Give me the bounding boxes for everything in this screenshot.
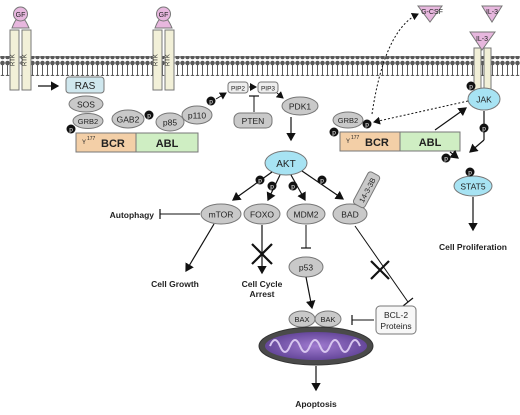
jak-node — [467, 87, 501, 111]
p110-label: p110 — [188, 111, 207, 121]
pip3-label: PIP3 — [261, 86, 275, 93]
gab2-label: GAB2 — [117, 115, 140, 125]
phospho-marker: p — [482, 126, 486, 133]
phospho-marker: p — [270, 184, 274, 191]
sos-node — [68, 95, 104, 113]
rtk-receptor-left: RTK RTK GF — [9, 6, 32, 91]
phospho-marker — [144, 110, 154, 120]
rtk-label: RTK — [166, 54, 172, 66]
bcl2-proteins-node — [375, 305, 417, 335]
pdk1-node — [281, 96, 319, 116]
bax-label: BAX — [294, 315, 309, 324]
bak-label: BAK — [320, 315, 335, 324]
bcr-label-right: BCR — [365, 137, 389, 149]
cytokine-receptor: IL-3 — [469, 31, 496, 91]
abl-node-left — [135, 132, 199, 153]
phospho-marker: p — [468, 170, 472, 177]
mtor-node — [200, 203, 242, 225]
rtk-label: RTK — [11, 54, 17, 66]
akt-label: AKT — [276, 159, 295, 170]
pip3-node — [257, 81, 279, 94]
svg-text:p: p — [147, 113, 151, 120]
svg-text:Y: Y — [82, 140, 86, 146]
il3-label-free: IL-3 — [486, 9, 498, 16]
cell-growth-label: Cell Growth — [151, 279, 199, 289]
mitochondrion-icon — [258, 326, 374, 366]
abl-label-right: ABL — [419, 137, 442, 149]
jak-label: JAK — [476, 95, 492, 105]
gf-ligand-left: GF — [16, 12, 26, 19]
svg-text:177: 177 — [351, 135, 360, 141]
gf-ligand-middle: GF — [159, 12, 169, 19]
mtor-label: mTOR — [209, 210, 234, 220]
stat5-label: STAT5 — [460, 182, 485, 192]
pten-node — [233, 112, 273, 129]
cell-proliferation-label: Cell Proliferation — [439, 242, 507, 252]
grb2-node-left — [72, 113, 104, 129]
akt-node — [264, 150, 308, 176]
phospho-marker — [206, 96, 216, 106]
p85-label: p85 — [163, 118, 177, 128]
rtk-label: RTK — [154, 54, 160, 66]
protein-14-3-3b-node — [352, 171, 381, 209]
phospho-marker: p — [444, 156, 448, 163]
bcr-label-left: BCR — [101, 138, 125, 150]
gcsf-ligand — [417, 5, 443, 23]
gcsf-label: G-CSF — [421, 9, 443, 16]
phospho-marker: p — [320, 178, 324, 185]
autophagy-label: Autophagy — [110, 210, 155, 220]
cell-cycle-arrest-label-2: Arrest — [249, 289, 274, 299]
ras-label: RAS — [75, 81, 96, 92]
cell-cycle-arrest-label-1: Cell Cycle — [242, 279, 283, 289]
p53-label: p53 — [299, 263, 313, 273]
grb2-label-right: GRB2 — [338, 116, 358, 125]
abl-node-right — [399, 131, 461, 152]
bad-node — [332, 203, 368, 225]
il3-ligand-free — [481, 5, 503, 23]
phospho-marker — [66, 124, 76, 134]
rtk-label: RTK — [23, 54, 29, 66]
bad-label: BAD — [341, 210, 358, 220]
sos-label: SOS — [77, 100, 95, 110]
gab2-node — [111, 109, 145, 129]
mdm2-node — [286, 203, 326, 225]
grb2-node-right — [332, 111, 364, 129]
abl-label-left: ABL — [156, 138, 179, 150]
foxo-node — [243, 203, 281, 225]
phospho-marker: p — [332, 130, 336, 137]
pip2-label: PIP2 — [231, 86, 245, 93]
stat5-node — [453, 175, 493, 197]
phospho-marker: p — [291, 184, 295, 191]
phospho-marker: p — [258, 178, 262, 185]
cell-membrane — [0, 56, 520, 76]
svg-text:177: 177 — [87, 136, 96, 142]
phospho-marker: p — [469, 84, 473, 91]
svg-text:p: p — [209, 99, 213, 106]
svg-text:Y: Y — [346, 139, 350, 145]
apoptosis-label: Apoptosis — [295, 399, 337, 409]
il3-label-bound: IL-3 — [476, 36, 488, 43]
p85-node — [155, 112, 185, 132]
phospho-marker: p — [365, 122, 369, 129]
foxo-label: FOXO — [250, 210, 274, 220]
mdm2-label: MDM2 — [293, 210, 318, 220]
bcl2-label-line2: Proteins — [380, 321, 411, 331]
p110-node — [181, 105, 213, 125]
bcl2-label-line1: BCL-2 — [384, 310, 408, 320]
pdk1-label: PDK1 — [289, 102, 311, 112]
grb2-label-left: GRB2 — [78, 117, 98, 126]
ras-node — [65, 76, 105, 94]
pip2-node — [227, 81, 249, 94]
rtk-receptor-middle: RTK RTK GF — [152, 6, 175, 91]
svg-text:p: p — [69, 127, 73, 134]
pten-label: PTEN — [242, 116, 265, 126]
